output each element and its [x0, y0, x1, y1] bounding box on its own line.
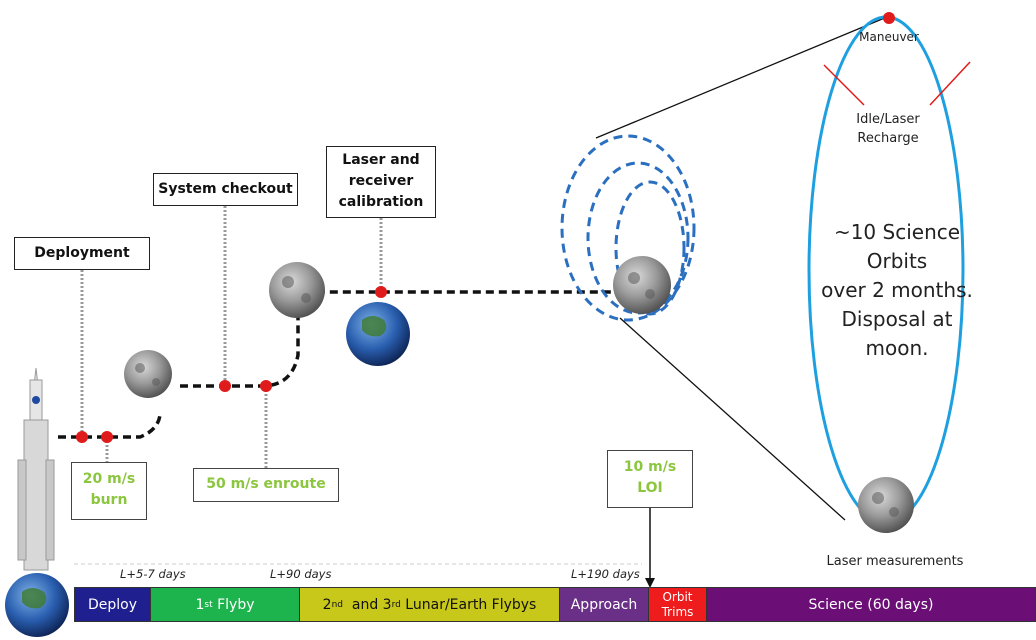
waypoint-dots — [76, 286, 387, 443]
marker-l90: L+90 days — [270, 567, 332, 581]
phase-deploy: Deploy — [74, 587, 151, 622]
science-orbits-label: ~10 Science Orbits over 2 months. Dispos… — [821, 220, 973, 360]
loi-box: 10 m/s LOI — [607, 450, 693, 508]
nested-orbits — [560, 134, 696, 322]
deployment-box: Deployment — [14, 237, 150, 270]
idle-marks — [823, 61, 971, 106]
maneuver-label: Maneuver — [859, 30, 919, 44]
maneuver-dot — [883, 12, 895, 24]
phase-orbit-trims: Orbit Trims — [648, 587, 707, 622]
laser-calibration-box: Laser and receiver calibration — [326, 146, 436, 218]
moon-icons — [124, 256, 914, 533]
burn-20-box: 20 m/s burn — [71, 462, 147, 520]
rocket-icon — [17, 367, 55, 571]
phase-approach: Approach — [559, 587, 649, 622]
system-checkout-box: System checkout — [153, 173, 298, 206]
enroute-50-box: 50 m/s enroute — [193, 468, 339, 502]
marker-l5-7: L+5-7 days — [120, 567, 186, 581]
marker-l190: L+190 days — [571, 567, 640, 581]
earth-icons — [5, 302, 410, 637]
zoom-lines — [595, 16, 888, 521]
laser-measurements-label: Laser measurements — [826, 554, 964, 569]
idle-recharge-label: Idle/Laser Recharge — [856, 112, 920, 146]
leader-lines — [80, 206, 383, 468]
phase-science: Science (60 days) — [706, 587, 1036, 622]
